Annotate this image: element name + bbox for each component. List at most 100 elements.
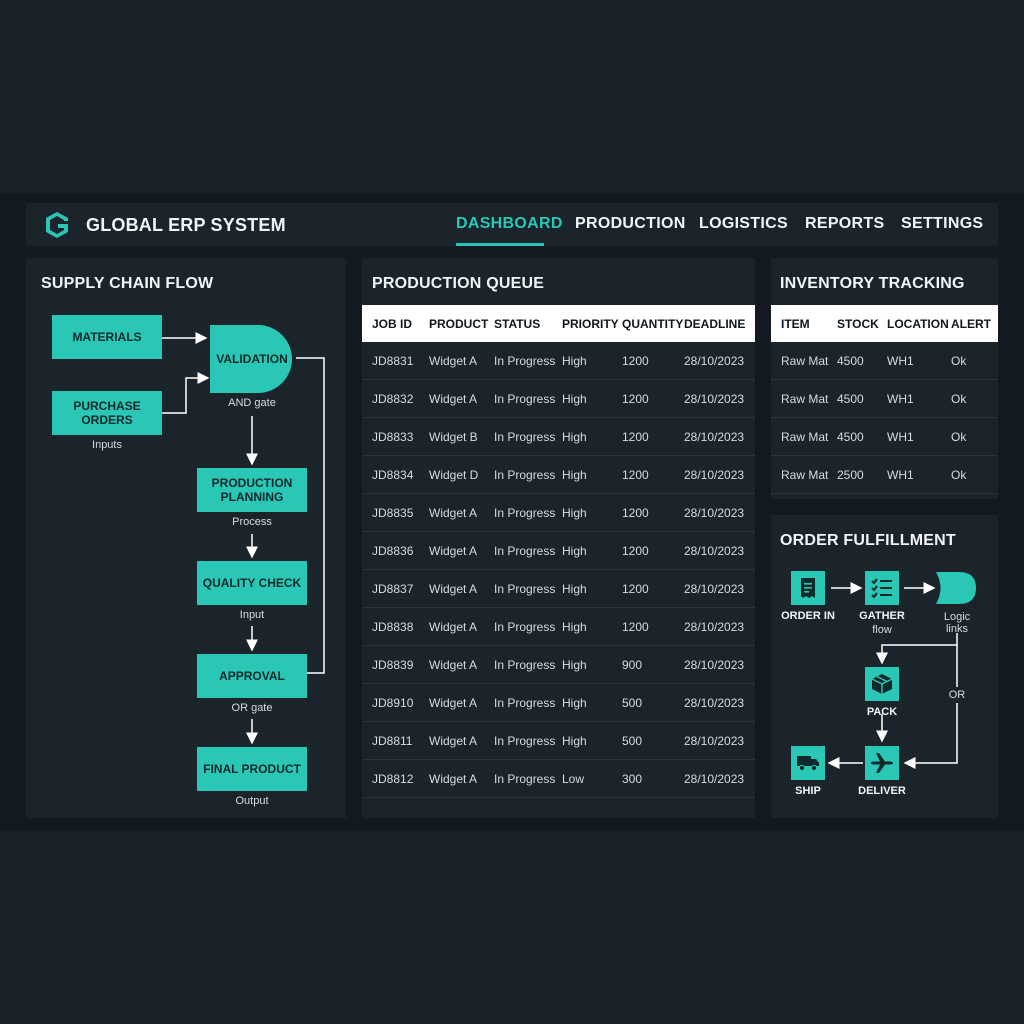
column-header[interactable]: QUANTITY	[612, 305, 683, 342]
table-cell: High	[552, 531, 612, 570]
logic-caption: Logic links	[943, 611, 971, 635]
truck-icon	[797, 756, 819, 772]
table-cell: Ok	[941, 417, 998, 456]
table-cell: Ok	[941, 379, 998, 418]
nav-logistics[interactable]: LOGISTICS	[699, 215, 788, 232]
node-approval[interactable]: APPROVAL	[197, 654, 307, 698]
table-cell: In Progress	[484, 531, 555, 570]
supply-chain-connectors	[162, 325, 325, 745]
nav-reports[interactable]: REPORTS	[805, 215, 885, 232]
column-header[interactable]: PRIORITY	[552, 305, 619, 342]
order-in-step[interactable]	[791, 571, 825, 605]
column-header[interactable]: DEADLINE	[674, 305, 755, 342]
table-cell: In Progress	[484, 417, 555, 456]
nav-production[interactable]: PRODUCTION	[575, 215, 686, 232]
supply-chain-title: SUPPLY CHAIN FLOW	[41, 275, 214, 292]
table-cell: JD8831	[362, 342, 419, 380]
node-purchase-orders[interactable]: PURCHASE ORDERS	[52, 391, 162, 435]
table-cell: Low	[552, 759, 612, 798]
gather-step[interactable]	[865, 571, 899, 605]
nav-settings[interactable]: SETTINGS	[901, 215, 984, 232]
table-cell: 900	[612, 645, 674, 684]
receipt-icon	[801, 578, 815, 598]
nav-dashboard[interactable]: DASHBOARD	[456, 215, 563, 232]
node-final-product[interactable]: FINAL PRODUCT	[197, 747, 307, 791]
column-header[interactable]: LOCATION	[877, 305, 949, 342]
table-cell: 28/10/2023	[674, 493, 755, 532]
inventory-title: INVENTORY TRACKING	[780, 275, 965, 292]
node-production-planning[interactable]: PRODUCTION PLANNING	[197, 468, 307, 512]
table-cell: Widget A	[419, 342, 484, 380]
column-header[interactable]: JOB ID	[362, 305, 419, 342]
table-cell: 1200	[612, 607, 674, 646]
table-cell: 28/10/2023	[674, 683, 755, 722]
table-cell: 28/10/2023	[674, 531, 755, 570]
table-cell: 28/10/2023	[674, 379, 755, 418]
column-header[interactable]: ITEM	[771, 305, 827, 342]
table-cell: 1200	[612, 569, 674, 608]
table-cell: 28/10/2023	[674, 607, 755, 646]
caption-and-gate: AND gate	[228, 397, 276, 409]
gather-caption: flow	[872, 624, 892, 636]
column-header[interactable]: STATUS	[484, 305, 552, 342]
table-cell: WH1	[877, 379, 941, 418]
caption-or-gate: OR gate	[231, 702, 273, 714]
table-cell: High	[552, 683, 612, 722]
table-cell: In Progress	[484, 569, 555, 608]
table-cell: 28/10/2023	[674, 569, 755, 608]
table-cell: JD8838	[362, 607, 419, 646]
table-cell: Widget A	[419, 607, 484, 646]
table-cell: 1200	[612, 417, 674, 456]
table-cell: WH1	[877, 417, 941, 456]
table-cell: High	[552, 455, 612, 494]
deliver-step[interactable]	[865, 746, 899, 780]
table-cell: In Progress	[484, 342, 555, 380]
pack-step[interactable]	[865, 667, 899, 701]
table-cell: High	[552, 493, 612, 532]
table-cell: JD8833	[362, 417, 419, 456]
table-cell: In Progress	[484, 493, 555, 532]
table-cell: Widget A	[419, 683, 484, 722]
or-label: OR	[948, 687, 966, 703]
table-cell: 4500	[827, 342, 877, 380]
or-gate-icon	[936, 572, 976, 604]
column-header[interactable]: PRODUCT	[419, 305, 488, 342]
column-header[interactable]: ALERT	[941, 305, 998, 342]
table-cell: In Progress	[484, 379, 555, 418]
table-cell: Widget D	[419, 455, 484, 494]
table-cell: High	[552, 721, 612, 760]
top-navigation-bar: GLOBAL ERP SYSTEM DASHBOARD PRODUCTION L…	[26, 203, 998, 246]
node-quality-check[interactable]: QUALITY CHECK	[197, 561, 307, 605]
table-cell: In Progress	[484, 607, 555, 646]
pack-label: PACK	[866, 706, 898, 718]
order-fulfillment-connectors	[827, 572, 976, 769]
node-materials[interactable]: MATERIALS	[52, 315, 162, 359]
table-cell: Ok	[941, 455, 998, 494]
node-validation[interactable]: VALIDATION	[216, 352, 288, 366]
table-cell: 1200	[612, 455, 674, 494]
table-cell: 1200	[612, 342, 674, 380]
ship-step[interactable]	[791, 746, 825, 780]
nav-active-indicator	[456, 243, 544, 246]
order-in-label: ORDER IN	[781, 610, 835, 622]
g-logo-icon	[46, 212, 68, 238]
column-header[interactable]: STOCK	[827, 305, 879, 342]
